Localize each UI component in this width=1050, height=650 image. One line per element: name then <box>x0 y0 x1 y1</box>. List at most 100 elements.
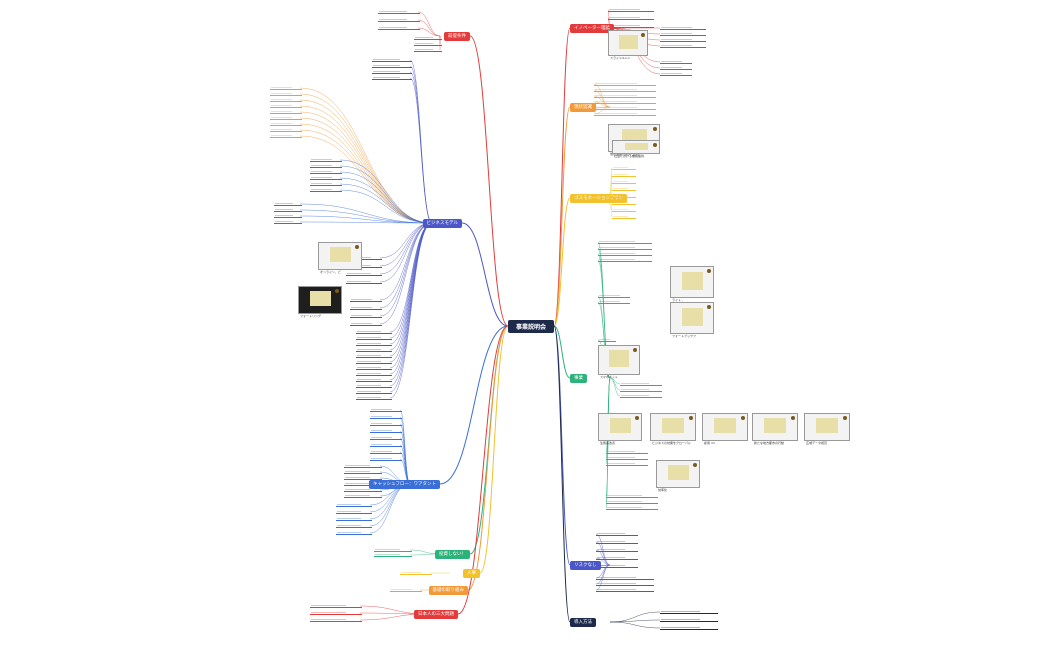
subtopic-node[interactable] <box>370 422 402 426</box>
subtopic-node[interactable] <box>274 202 302 206</box>
subtopic-node[interactable] <box>370 415 402 419</box>
subtopic-node[interactable] <box>346 272 382 276</box>
subtopic-node[interactable] <box>372 70 412 74</box>
subtopic-node[interactable] <box>596 548 638 552</box>
subtopic-node[interactable] <box>596 576 654 580</box>
branch-topic[interactable]: 前提条件 <box>444 31 470 41</box>
subtopic-node[interactable] <box>372 76 412 80</box>
subtopic-node[interactable] <box>660 66 692 70</box>
subtopic-node[interactable] <box>596 556 638 560</box>
subtopic-node[interactable] <box>356 354 392 358</box>
subtopic-node[interactable] <box>344 476 382 480</box>
subtopic-node[interactable] <box>598 252 652 256</box>
subtopic-node[interactable] <box>606 494 658 498</box>
thumbnail-image[interactable]: オンライン、ど <box>318 242 362 274</box>
subtopic-node[interactable] <box>660 26 706 30</box>
subtopic-node[interactable] <box>356 342 392 346</box>
subtopic-node[interactable] <box>612 166 636 170</box>
branch-topic[interactable]: リスクなし <box>570 560 601 570</box>
subtopic-node[interactable] <box>608 8 654 12</box>
subtopic-node[interactable] <box>336 531 372 535</box>
subtopic-node[interactable] <box>612 173 636 177</box>
subtopic-node[interactable] <box>344 470 382 474</box>
subtopic-node[interactable] <box>594 100 656 104</box>
subtopic-node[interactable] <box>274 214 302 218</box>
subtopic-node[interactable] <box>612 215 636 219</box>
subtopic-node[interactable] <box>356 336 392 340</box>
branch-topic[interactable]: ビジネスモデル <box>422 218 462 228</box>
subtopic-node[interactable] <box>612 187 636 191</box>
subtopic-node[interactable] <box>372 58 412 62</box>
subtopic-node[interactable] <box>350 306 382 310</box>
thumbnail-image[interactable]: 効率化 <box>656 460 700 492</box>
subtopic-node[interactable] <box>356 396 392 400</box>
subtopic-node[interactable] <box>336 524 372 528</box>
subtopic-node[interactable] <box>346 280 382 284</box>
subtopic-node[interactable] <box>310 164 342 168</box>
subtopic-node[interactable] <box>594 88 656 92</box>
subtopic-node[interactable] <box>612 208 636 212</box>
central-topic[interactable]: 事業説明会 <box>508 320 554 333</box>
subtopic-node[interactable] <box>344 488 382 492</box>
subtopic-node[interactable] <box>606 500 658 504</box>
subtopic-node[interactable] <box>370 429 402 433</box>
branch-topic[interactable]: 事業 <box>570 373 587 383</box>
subtopic-node[interactable] <box>310 618 362 622</box>
subtopic-node[interactable] <box>414 36 442 40</box>
thumbnail-image[interactable]: 広域データ視覚 <box>804 413 850 445</box>
subtopic-node[interactable] <box>356 390 392 394</box>
subtopic-node[interactable] <box>270 116 302 120</box>
subtopic-node[interactable] <box>414 42 442 46</box>
branch-topic[interactable]: イノベーター理論 <box>570 23 614 33</box>
thumbnail-image[interactable]: ライト 、 <box>670 266 714 302</box>
subtopic-node[interactable] <box>660 38 706 42</box>
subtopic-node[interactable] <box>596 540 638 544</box>
subtopic-node[interactable] <box>608 16 654 20</box>
subtopic-node[interactable] <box>414 48 442 52</box>
subtopic-node[interactable] <box>400 571 432 575</box>
subtopic-node[interactable] <box>378 26 420 30</box>
thumbnail-image[interactable]: 雇用 ml <box>702 413 748 445</box>
subtopic-node[interactable] <box>350 298 382 302</box>
thumbnail-image[interactable]: フォートブックフ <box>670 302 714 338</box>
subtopic-node[interactable] <box>344 464 382 468</box>
subtopic-node[interactable] <box>598 240 652 244</box>
subtopic-node[interactable] <box>344 494 382 498</box>
subtopic-node[interactable] <box>620 382 662 386</box>
branch-topic[interactable]: 投資しない！ <box>435 549 470 559</box>
subtopic-node[interactable] <box>370 408 402 412</box>
subtopic-node[interactable] <box>270 110 302 114</box>
subtopic-node[interactable] <box>270 98 302 102</box>
subtopic-node[interactable] <box>378 10 420 14</box>
subtopic-node[interactable] <box>594 82 656 86</box>
subtopic-node[interactable] <box>598 338 616 342</box>
subtopic-node[interactable] <box>596 582 654 586</box>
subtopic-node[interactable] <box>612 180 636 184</box>
subtopic-node[interactable] <box>356 360 392 364</box>
subtopic-node[interactable] <box>336 510 372 514</box>
subtopic-node[interactable] <box>612 194 636 198</box>
thumbnail-image[interactable]: ビジネスの効果をグローバル <box>650 413 696 445</box>
subtopic-node[interactable] <box>356 378 392 382</box>
subtopic-node[interactable] <box>370 450 402 454</box>
subtopic-node[interactable] <box>612 201 636 205</box>
branch-topic[interactable]: 日本人の三大問題 <box>414 609 458 619</box>
subtopic-node[interactable] <box>660 72 692 76</box>
thumbnail-image[interactable]: スライド4-1-1 <box>608 30 648 60</box>
subtopic-node[interactable] <box>378 18 420 22</box>
subtopic-node[interactable] <box>370 436 402 440</box>
subtopic-node[interactable] <box>270 104 302 108</box>
subtopic-node[interactable] <box>310 611 362 615</box>
subtopic-node[interactable] <box>606 456 648 460</box>
subtopic-node[interactable] <box>344 482 382 486</box>
subtopic-node[interactable] <box>310 188 342 192</box>
subtopic-node[interactable] <box>606 506 658 510</box>
subtopic-node[interactable] <box>598 300 630 304</box>
subtopic-node[interactable] <box>660 610 718 614</box>
subtopic-node[interactable] <box>350 322 382 326</box>
subtopic-node[interactable] <box>336 503 372 507</box>
subtopic-node[interactable] <box>270 128 302 132</box>
subtopic-node[interactable] <box>310 170 342 174</box>
subtopic-node[interactable] <box>356 330 392 334</box>
subtopic-node[interactable] <box>336 517 372 521</box>
